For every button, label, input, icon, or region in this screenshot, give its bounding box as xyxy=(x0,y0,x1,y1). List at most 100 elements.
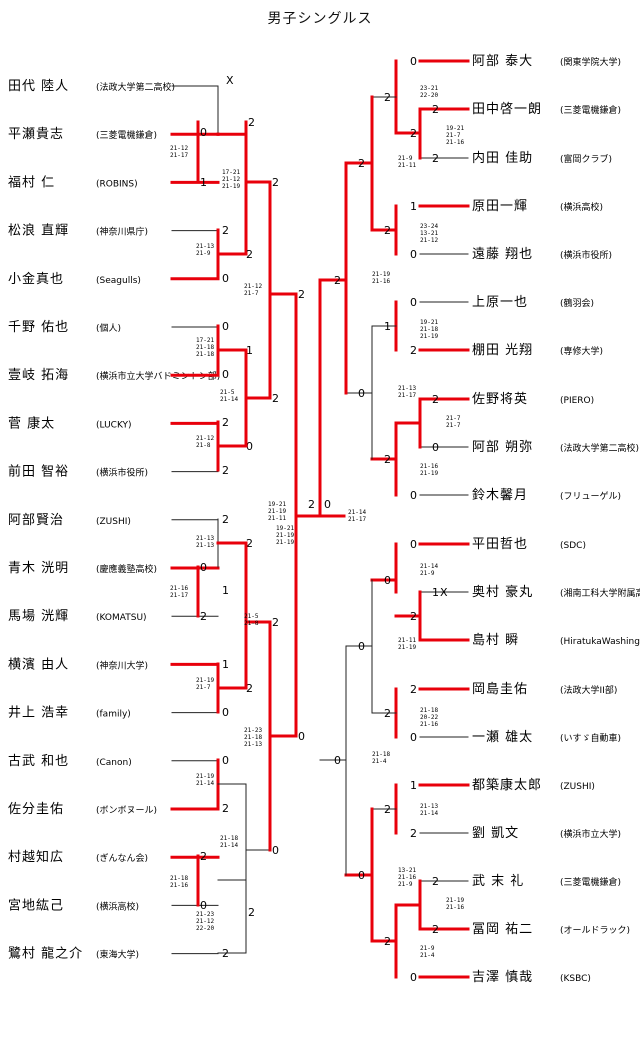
left-player-name: 平瀬貴志 xyxy=(8,127,64,142)
match-score: 2 xyxy=(248,906,255,919)
match-score: 0 xyxy=(222,706,229,719)
right-player-name: 棚田 光翔 xyxy=(472,343,533,358)
left-player-name: 馬場 洸輝 xyxy=(8,609,69,624)
match-score: 0 xyxy=(246,440,253,453)
right-player-affiliation: (三菱電機鎌倉) xyxy=(560,104,621,116)
left-player-affiliation: (family) xyxy=(96,710,131,720)
right-player-affiliation: (専修大学) xyxy=(560,345,603,357)
match-score: 2 xyxy=(222,464,229,477)
right-player-affiliation: (オールドラック) xyxy=(560,925,630,936)
match-score: 2 xyxy=(200,610,207,623)
right-player-name: 岡島圭佑 xyxy=(472,682,528,697)
right-player-affiliation: (いすゞ自動車) xyxy=(560,732,621,744)
match-score: 0 xyxy=(200,899,207,912)
match-score: 2 xyxy=(222,224,229,237)
left-player-affiliation: (横浜高校) xyxy=(96,900,139,912)
right-player-name: 島村 瞬 xyxy=(472,633,519,648)
final-score: 0 xyxy=(324,498,331,511)
right-player-affiliation: (フリューゲル) xyxy=(560,490,621,502)
match-score: 0 xyxy=(410,971,417,984)
match-score: 2 xyxy=(384,453,391,466)
right-player-name: 阿部 朔弥 xyxy=(472,439,533,455)
match-score: 2 xyxy=(432,103,439,116)
left-player-name: 青木 洸明 xyxy=(8,561,69,576)
right-player-affiliation: (関東学院大学) xyxy=(560,56,621,68)
match-score: 2 xyxy=(410,683,417,696)
page-title: 男子シングルス xyxy=(267,11,373,27)
match-score: 0 xyxy=(358,640,365,653)
match-score: 2 xyxy=(432,393,439,406)
match-score: 2 xyxy=(384,224,391,237)
right-player-name: 田中啓一朗 xyxy=(472,102,542,117)
match-score: 0 xyxy=(222,754,229,767)
match-score: 2 xyxy=(222,802,229,815)
left-player-name: 壹岐 拓海 xyxy=(8,368,69,383)
match-score: 2 xyxy=(410,610,417,623)
match-score: 2 xyxy=(410,127,417,140)
right-player-affiliation: (HiratukaWashington) xyxy=(560,637,640,647)
match-score: 2 xyxy=(246,537,253,550)
match-score: 1 xyxy=(410,200,417,213)
match-score: 0 xyxy=(200,561,207,574)
match-score: 1 xyxy=(432,586,439,599)
left-player-affiliation: (神奈川大学) xyxy=(96,659,148,671)
right-player-name: 阿部 泰大 xyxy=(472,54,533,69)
match-score: 0 xyxy=(200,126,207,139)
right-player-affiliation: (三菱電機鎌倉) xyxy=(560,876,621,888)
final-score: 2 xyxy=(308,498,315,511)
right-player-name: 劉 凱文 xyxy=(472,826,519,841)
left-player-name: 小金真也 xyxy=(8,271,64,287)
left-player-affiliation: (法政大学第二高校) xyxy=(96,81,175,93)
left-player-affiliation: (Seagulls) xyxy=(96,276,141,286)
match-score: 0 xyxy=(358,387,365,400)
match-score: 0 xyxy=(298,730,305,743)
left-player-name: 千野 佑也 xyxy=(8,320,69,335)
left-player-name: 田代 陸人 xyxy=(8,78,69,94)
left-player-affiliation: (神奈川県庁) xyxy=(96,226,148,238)
match-score: 2 xyxy=(222,513,229,526)
left-player-name: 井上 浩幸 xyxy=(8,706,69,721)
match-score: 0 xyxy=(358,869,365,882)
right-player-affiliation: (横浜市立大学) xyxy=(560,828,621,840)
match-score: 2 xyxy=(358,157,365,170)
right-player-name: 原田一輝 xyxy=(472,199,528,214)
left-player-affiliation: (横浜市立大学バドミントン部) xyxy=(96,370,220,382)
left-player-affiliation: (慶應義塾高校) xyxy=(96,563,157,575)
left-player-affiliation: (東海大学) xyxy=(96,949,139,961)
right-player-affiliation: (横浜市役所) xyxy=(560,249,612,261)
match-score: 2 xyxy=(432,152,439,165)
match-score: 2 xyxy=(410,827,417,840)
right-player-name: 奥村 豪丸 xyxy=(472,584,533,600)
left-player-affiliation: (KOMATSU) xyxy=(96,613,147,623)
match-score: 2 xyxy=(432,923,439,936)
left-player-affiliation: (ぎんなん会) xyxy=(96,852,148,864)
right-player-affiliation: (法政大学第二高校) xyxy=(560,442,639,454)
left-player-affiliation: (個人) xyxy=(96,322,121,334)
match-score: 1 xyxy=(246,344,253,357)
left-player-name: 前田 智裕 xyxy=(8,464,69,480)
left-player-name: 横濱 由人 xyxy=(8,657,69,672)
left-player-name: 松浪 直輝 xyxy=(8,224,69,239)
walkover-mark: X xyxy=(440,586,448,599)
right-player-name: 一瀬 雄太 xyxy=(472,730,533,745)
right-player-name: 佐野将英 xyxy=(472,392,528,407)
match-score: 2 xyxy=(246,682,253,695)
match-score: 1 xyxy=(200,176,207,189)
